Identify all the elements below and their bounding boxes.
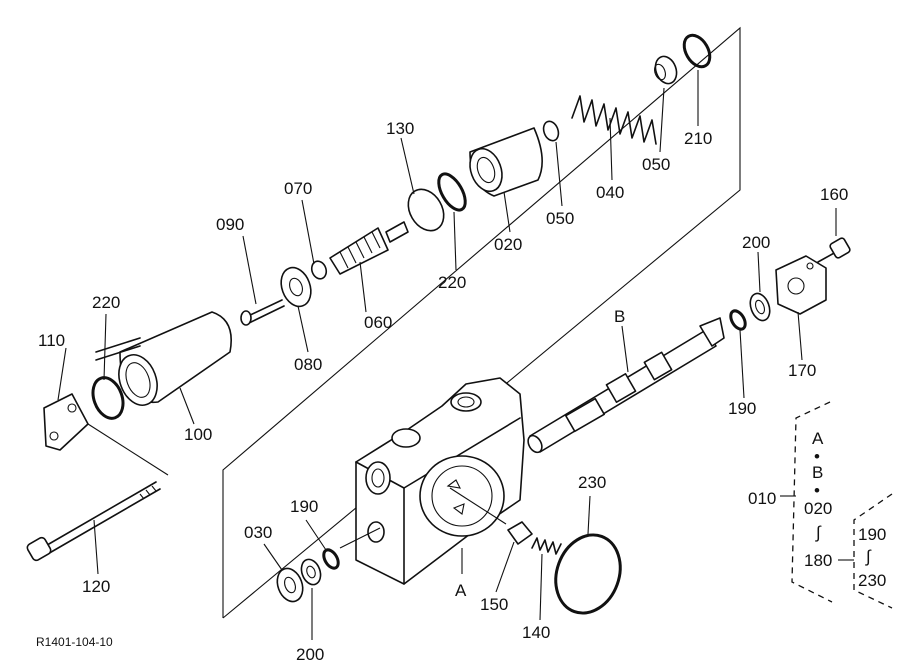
o-ring-220-left — [91, 376, 125, 420]
label-070: 070 — [284, 179, 312, 198]
label-050-left: 050 — [546, 209, 574, 228]
legend-text: A • B • 020 ∫ 180 190 ∫ 230 — [804, 429, 886, 590]
part-labels: 110 220 100 120 090 070 080 060 130 220 … — [38, 119, 848, 664]
plug-150 — [507, 521, 533, 545]
spring-140 — [531, 537, 562, 555]
label-090: 090 — [216, 215, 244, 234]
marker-b-spool: B — [614, 307, 625, 326]
seal-200-right — [749, 292, 771, 322]
label-200-right: 200 — [742, 233, 770, 252]
o-ring-220-right — [437, 172, 467, 212]
spool-b — [527, 317, 725, 454]
nut-070 — [310, 260, 328, 280]
label-080: 080 — [294, 355, 322, 374]
figure-code: R1401-104-10 — [36, 635, 113, 649]
o-ring-210 — [682, 33, 712, 69]
legend-tilde-2: ∫ — [865, 547, 872, 566]
seal-200-bottom — [300, 558, 322, 586]
label-050-right: 050 — [642, 155, 670, 174]
label-040: 040 — [596, 183, 624, 202]
label-210: 210 — [684, 129, 712, 148]
label-200-bottom: 200 — [296, 645, 324, 664]
label-130: 130 — [386, 119, 414, 138]
label-140: 140 — [522, 623, 550, 642]
label-170: 170 — [788, 361, 816, 380]
legend-020: 020 — [804, 499, 832, 518]
legend-bracket — [780, 401, 893, 609]
seat-030 — [276, 567, 304, 603]
legend-a: A — [812, 429, 824, 448]
legend-230: 230 — [858, 571, 886, 590]
o-ring-230 — [554, 533, 622, 615]
cover-170 — [775, 255, 827, 315]
label-030: 030 — [244, 523, 272, 542]
valve-body — [355, 377, 525, 585]
o-ring-190-bottom — [322, 548, 340, 570]
legend-dot-1: • — [814, 447, 820, 466]
upper-assembly-frame — [222, 26, 741, 619]
legend-tilde-1: ∫ — [815, 523, 822, 542]
label-150: 150 — [480, 595, 508, 614]
tie-rod-120 — [26, 481, 161, 562]
retainer-050-right — [654, 55, 678, 85]
label-110: 110 — [38, 331, 65, 350]
screw-160 — [817, 237, 851, 263]
label-190-bottom: 190 — [290, 497, 318, 516]
label-120: 120 — [82, 577, 110, 596]
seat-080 — [280, 266, 312, 308]
label-220-left: 220 — [92, 293, 120, 312]
legend-180: 180 — [804, 551, 832, 570]
label-010: 010 — [748, 489, 776, 508]
o-ring-190-right — [729, 309, 747, 331]
housing-020 — [469, 127, 543, 197]
legend-b: B — [812, 463, 823, 482]
leader-lines — [57, 70, 837, 640]
label-160: 160 — [820, 185, 848, 204]
o-ring-130 — [407, 188, 445, 232]
label-230: 230 — [578, 473, 606, 492]
spring-040 — [571, 95, 657, 145]
cylinder-100 — [95, 311, 232, 406]
label-100: 100 — [184, 425, 212, 444]
poppet-060 — [329, 221, 409, 275]
legend-dot-2: • — [814, 481, 820, 500]
washer-050-left — [542, 120, 560, 142]
label-220-right: 220 — [438, 273, 466, 292]
bolt-090 — [240, 299, 285, 326]
label-190-right: 190 — [728, 399, 756, 418]
label-020: 020 — [494, 235, 522, 254]
label-060: 060 — [364, 313, 392, 332]
cover-110 — [43, 393, 169, 476]
legend-190: 190 — [858, 525, 886, 544]
marker-a-body: A — [455, 581, 467, 600]
